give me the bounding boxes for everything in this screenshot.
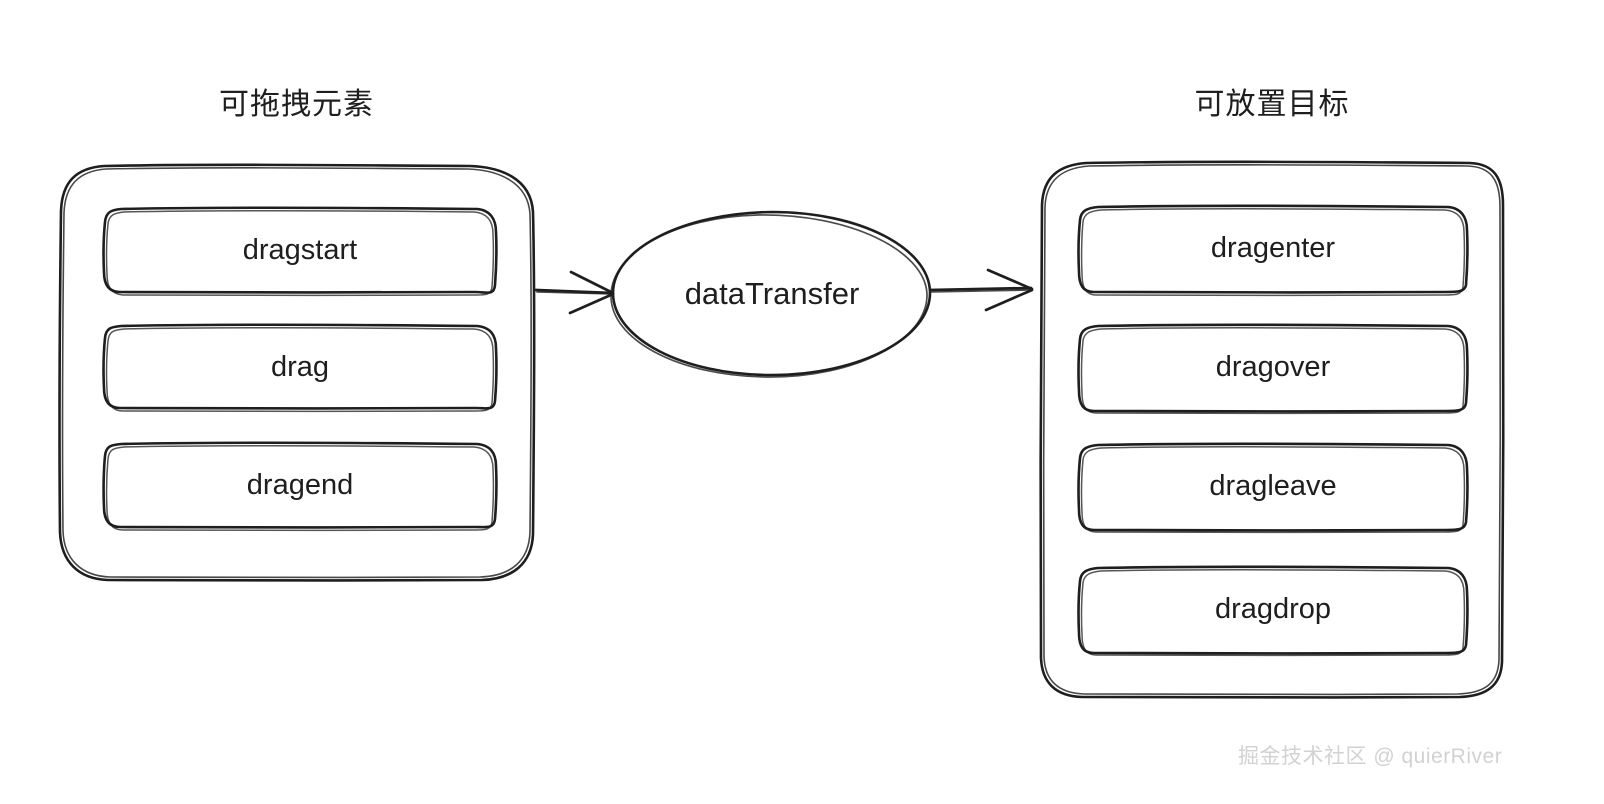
arrow-center-to-right [929, 268, 1034, 312]
right-item-box-dragenter-outline [1077, 204, 1469, 297]
right-item-box-dragleave-outline [1077, 442, 1469, 534]
watermark: 掘金技术社区 @ quierRiver [1238, 745, 1503, 768]
right-item-label-dragdrop[interactable]: dragdrop [1214, 593, 1332, 625]
left-group-title: 可拖拽元素 [219, 88, 374, 121]
right-item-label-dragleave[interactable]: dragleave [1209, 470, 1337, 502]
right-item-label-dragenter[interactable]: dragenter [1210, 232, 1336, 264]
right-item-box-dragdrop-outline [1077, 565, 1469, 657]
right-group-title: 可放置目标 [1194, 88, 1350, 121]
left-group-container-outline [58, 163, 536, 582]
right-item-box-dragover-outline [1077, 323, 1469, 415]
right-group-container-outline [1039, 160, 1505, 699]
left-item-label-dragend[interactable]: dragend [246, 469, 354, 501]
left-item-box-dragstart-outline [102, 206, 498, 297]
center-node-ellipse-outline [610, 210, 932, 378]
left-item-box-dragend-outline [102, 441, 498, 532]
arrow-left-to-center [534, 270, 615, 315]
right-item-label-dragover[interactable]: dragover [1215, 351, 1331, 383]
left-item-label-dragstart[interactable]: dragstart [242, 234, 358, 266]
left-item-label-drag[interactable]: drag [270, 351, 330, 383]
left-item-box-drag-outline [102, 323, 498, 413]
center-node-label[interactable]: dataTransfer [684, 276, 860, 311]
